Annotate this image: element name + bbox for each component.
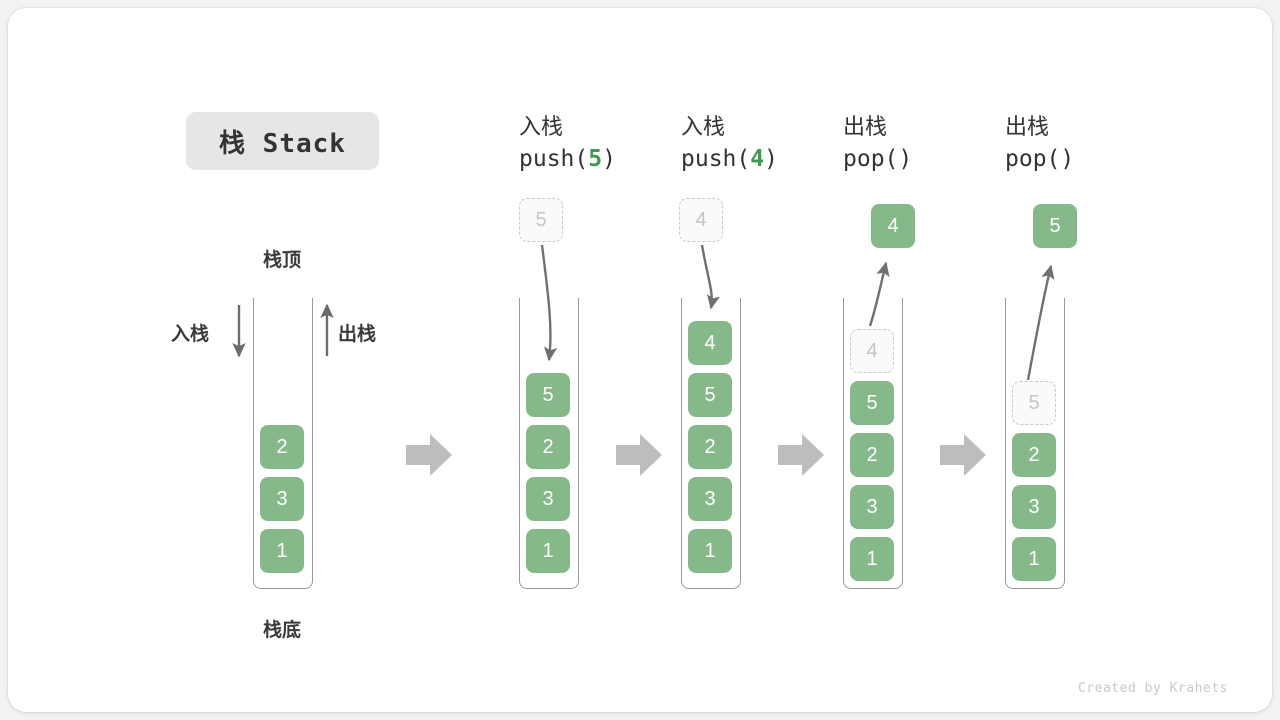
- step-caption-code: push(5): [519, 146, 616, 172]
- stack-cell-ghost: 5: [1012, 381, 1056, 425]
- step-separator-arrow-icon: [940, 434, 986, 476]
- stack-cell: 1: [850, 537, 894, 581]
- step-caption-cn: 入栈: [681, 114, 726, 139]
- stack-top-label: 栈顶: [263, 250, 302, 271]
- stack-cell: 1: [688, 529, 732, 573]
- stack-cell: 2: [260, 425, 304, 469]
- stack-cell: 2: [688, 425, 732, 469]
- step-caption-code: pop(): [1005, 146, 1075, 172]
- floating-cell-ghost: 5: [519, 198, 563, 242]
- step-caption-push-4: 入栈 push(4): [681, 112, 851, 176]
- step-separator-arrow-icon: [406, 434, 452, 476]
- stack-cell: 5: [688, 373, 732, 417]
- step-caption-pop-5: 出栈 pop(): [1005, 112, 1175, 176]
- step-caption-code: push(4): [681, 146, 778, 172]
- diagram-card: 栈 Stack 栈顶 栈底 入栈 出栈 入栈 push(5) 入栈 push(4…: [8, 8, 1272, 712]
- floating-cell-popped: 5: [1033, 204, 1077, 248]
- stack-cell: 2: [1012, 433, 1056, 477]
- step-caption-code: pop(): [843, 146, 913, 172]
- stack-cell: 3: [688, 477, 732, 521]
- push-side-label: 入栈: [171, 324, 210, 345]
- floating-cell-ghost: 4: [679, 198, 723, 242]
- stack-cell: 4: [688, 321, 732, 365]
- step-caption-push-5: 入栈 push(5): [519, 112, 689, 176]
- step-caption-value: 5: [588, 146, 603, 172]
- step-separator-arrow-icon: [616, 434, 662, 476]
- stack-cell-ghost: 4: [850, 329, 894, 373]
- stack-cell: 3: [260, 477, 304, 521]
- floating-cell-popped: 4: [871, 204, 915, 248]
- stack-cell: 1: [260, 529, 304, 573]
- stack-cell: 3: [1012, 485, 1056, 529]
- stack-cell: 2: [850, 433, 894, 477]
- pop-side-label: 出栈: [338, 324, 377, 345]
- step-caption-value: 4: [750, 146, 765, 172]
- stack-cell: 3: [526, 477, 570, 521]
- step-caption-cn: 入栈: [519, 114, 564, 139]
- credit-text: Created by Krahets: [1078, 681, 1228, 696]
- step-caption-pop-4: 出栈 pop(): [843, 112, 1013, 176]
- stack-cell: 5: [850, 381, 894, 425]
- stack-cell: 1: [526, 529, 570, 573]
- stack-cell: 2: [526, 425, 570, 469]
- step-caption-cn: 出栈: [843, 114, 888, 139]
- step-caption-cn: 出栈: [1005, 114, 1050, 139]
- stack-bottom-label: 栈底: [263, 620, 302, 641]
- diagram-stage: 栈 Stack 栈顶 栈底 入栈 出栈 入栈 push(5) 入栈 push(4…: [8, 8, 1272, 712]
- stack-cell: 1: [1012, 537, 1056, 581]
- step-separator-arrow-icon: [778, 434, 824, 476]
- page-title: 栈 Stack: [186, 112, 379, 170]
- stack-cell: 3: [850, 485, 894, 529]
- stack-cell: 5: [526, 373, 570, 417]
